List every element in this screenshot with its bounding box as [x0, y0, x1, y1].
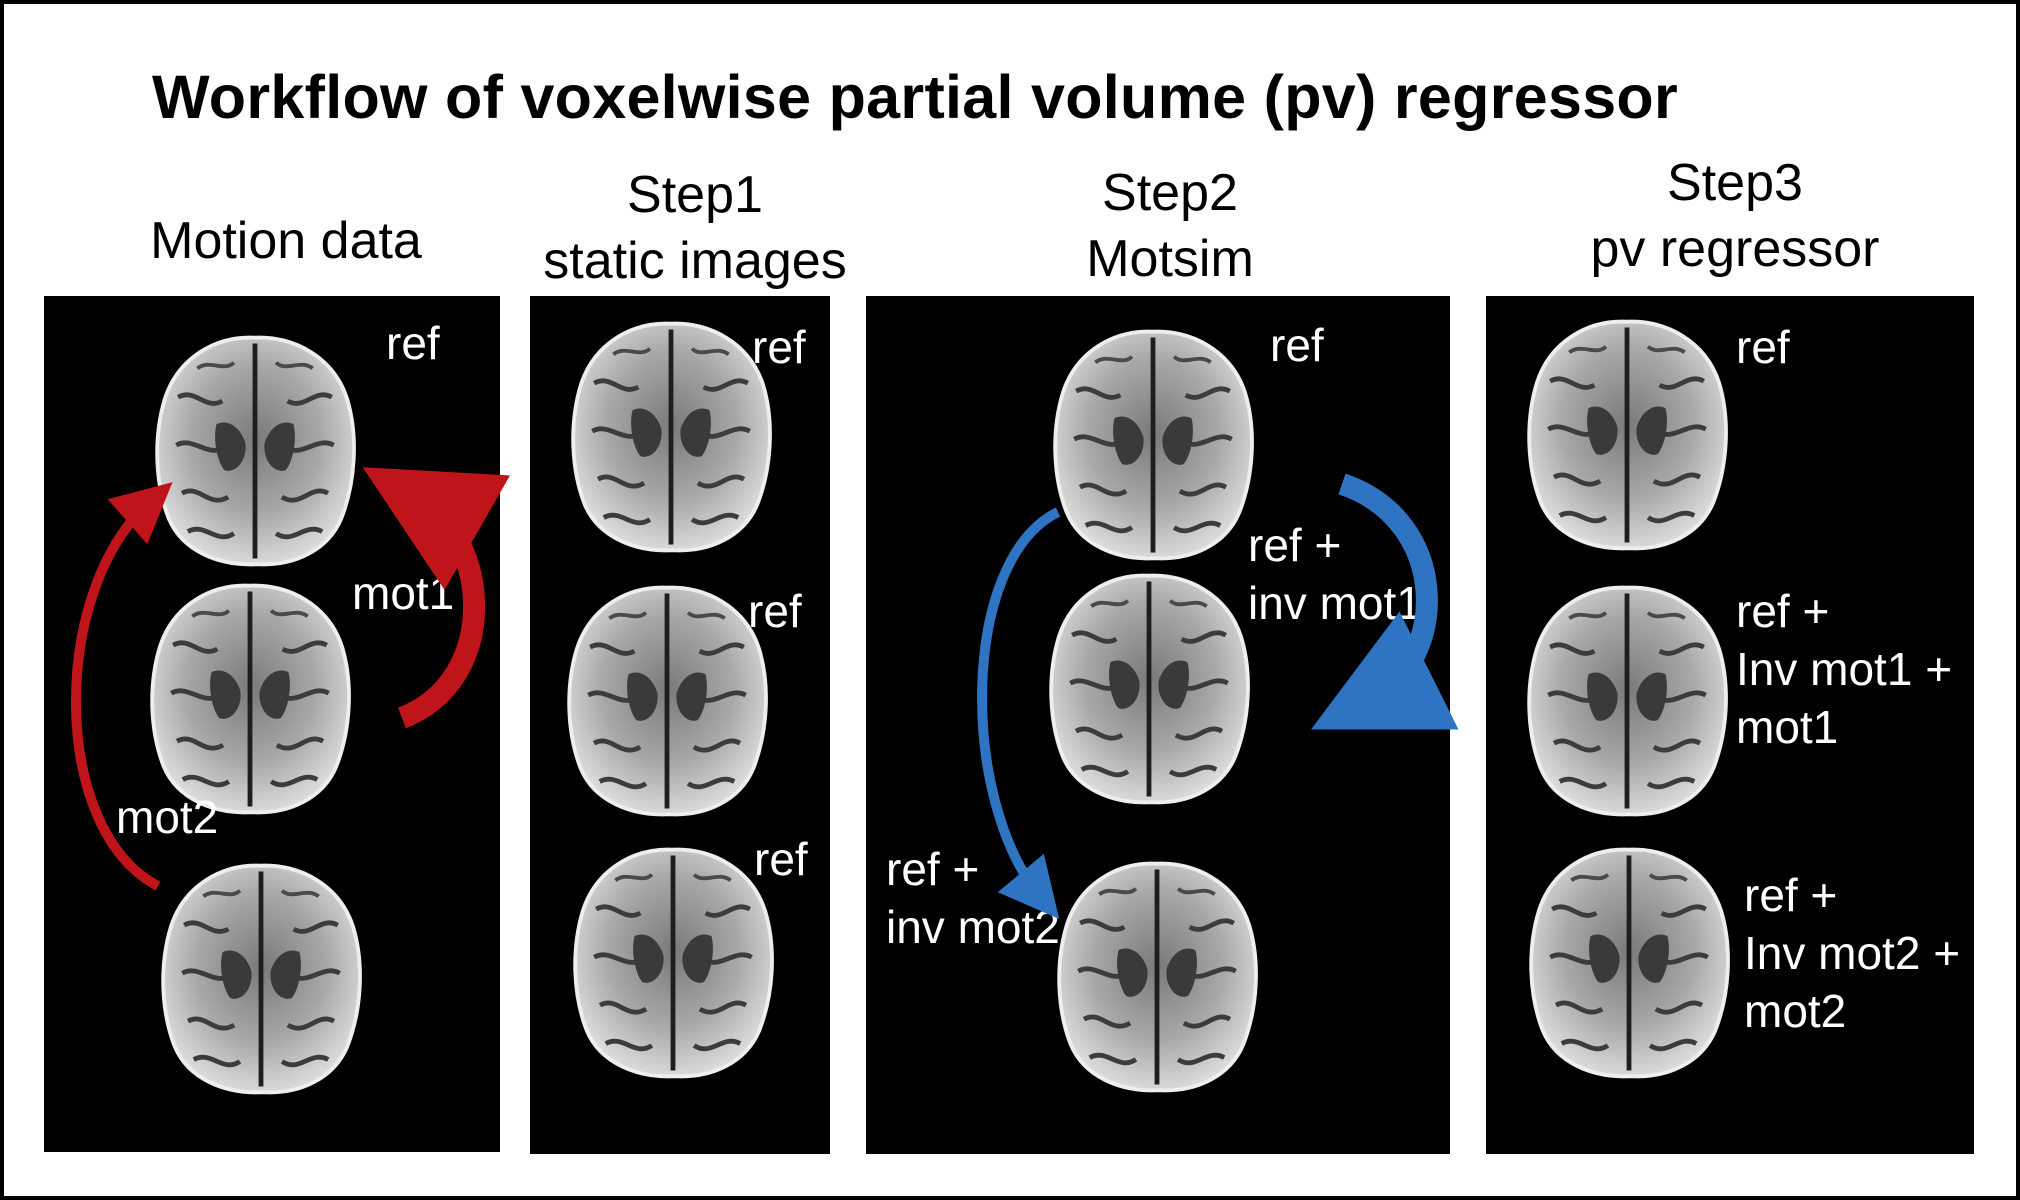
label-ref: ref [1736, 321, 1790, 373]
label-ref-inv-mot1-mot1: ref + Inv mot1 + mot1 [1736, 582, 1952, 756]
panel-step2: ref ref + inv mot1 ref + inv mot2 [866, 296, 1450, 1154]
label-line: ref + [1248, 519, 1342, 571]
heading-step1: Step1 static images [525, 162, 865, 294]
heading-line: Step1 [627, 166, 763, 224]
label-line: inv mot1 [1248, 577, 1422, 629]
heading-line: Motion data [150, 212, 422, 270]
brain-image [1518, 842, 1740, 1082]
heading-line: Step2 [1102, 164, 1238, 222]
heading-line: static images [543, 232, 847, 290]
label-line: mot1 [1736, 701, 1839, 753]
label-ref: ref [386, 317, 440, 369]
brain-image [1038, 568, 1260, 808]
label-ref: ref [1270, 319, 1324, 371]
panel-step1: ref ref ref [530, 296, 830, 1154]
label-ref-inv-mot2-mot2: ref + Inv mot2 + mot2 [1744, 866, 1960, 1040]
heading-step3: Step3 pv regressor [1560, 150, 1910, 282]
brain-image [1046, 856, 1268, 1096]
label-mot1: mot1 [352, 567, 455, 619]
label-line: Inv mot1 + [1736, 643, 1953, 695]
brain-image [562, 842, 784, 1082]
brain-image [556, 580, 778, 820]
brain-image [1042, 324, 1264, 564]
brain-image [139, 578, 361, 818]
brain-image [1516, 314, 1738, 554]
brain-image [150, 858, 372, 1098]
brain-image [1516, 580, 1738, 820]
heading-line: Step3 [1667, 154, 1803, 212]
label-ref-inv-mot1: ref + inv mot1 [1248, 516, 1422, 632]
label-ref-inv-mot2: ref + inv mot2 [886, 840, 1060, 956]
heading-step2: Step2 Motsim [1040, 160, 1300, 292]
brain-image [560, 316, 782, 556]
label-line: ref + [886, 843, 980, 895]
label-line: inv mot2 [886, 901, 1060, 953]
panel-step3: ref ref + Inv mot1 + mot1 ref + Inv mot2… [1486, 296, 1974, 1154]
heading-line: Motsim [1086, 230, 1254, 288]
figure-title: Workflow of voxelwise partial volume (pv… [152, 63, 1679, 131]
heading-line: pv regressor [1590, 220, 1880, 278]
label-mot2: mot2 [116, 791, 219, 843]
heading-motion-data: Motion data [143, 208, 429, 274]
panel-motion-data: ref mot1 mot2 [44, 296, 500, 1152]
label-ref: ref [752, 321, 806, 373]
brain-image [144, 330, 366, 570]
label-ref: ref [748, 585, 802, 637]
label-line: ref + [1736, 585, 1830, 637]
label-line: mot2 [1744, 985, 1847, 1037]
label-ref: ref [754, 833, 808, 885]
label-line: ref + [1744, 869, 1838, 921]
label-line: Inv mot2 + [1744, 927, 1961, 979]
